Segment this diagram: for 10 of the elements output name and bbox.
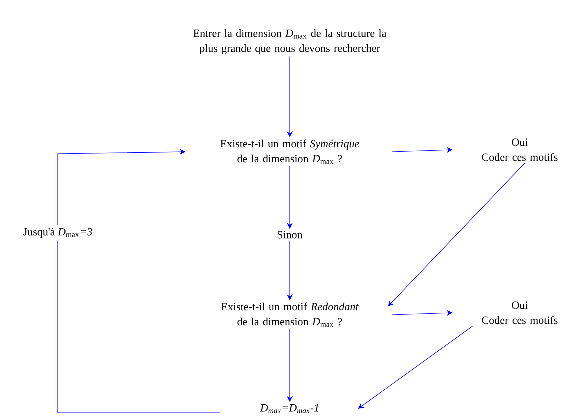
question-text: Existe-t-il un motif Symétrique de la dimension D$_{max}$ ? [220,140,360,164]
edge-label: Jusqu'à D$_{max}$=3 [20,225,96,241]
arrow [58,149,220,414]
question-text: Existe-t-il un motif Redondant de la dimension D$_{max}$ ? [222,302,359,328]
action-text: Oui Coder ces motifs [482,302,558,324]
action-text: Oui Coder ces motifs [482,138,558,162]
arrow [358,326,474,409]
branch-text: Sinon [278,231,303,239]
formula-text: D$_{max}$=D$_{max}$-1 [260,404,318,414]
input-text: Entrer la dimension D$_{max}$ de la structure la plus grande que nous devons rechercher [194,30,387,54]
